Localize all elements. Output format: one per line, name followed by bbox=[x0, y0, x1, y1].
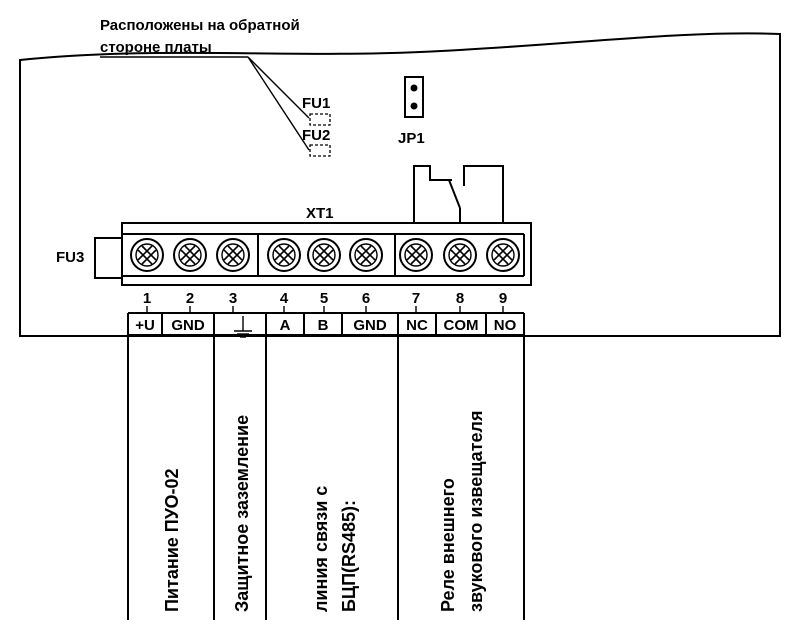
jp1-pin-1 bbox=[410, 84, 418, 92]
terminal-number: 1 bbox=[143, 290, 151, 307]
signal-label: COM bbox=[444, 317, 479, 334]
terminal-screw bbox=[130, 238, 164, 272]
terminal-screw bbox=[399, 238, 433, 272]
terminal-screw bbox=[349, 238, 383, 272]
note-line-2: стороне платы bbox=[100, 39, 212, 56]
signal-label: +U bbox=[135, 317, 155, 334]
group-relay-label-line1: Реле внешнего bbox=[438, 478, 458, 612]
signal-label: B bbox=[318, 317, 329, 334]
signal-label: GND bbox=[353, 317, 387, 334]
fu1-label: FU1 bbox=[302, 95, 330, 112]
signal-label: A bbox=[280, 317, 291, 334]
signal-label: NC bbox=[406, 317, 428, 334]
fu2-fuse bbox=[309, 144, 331, 157]
relay-contact-symbol bbox=[413, 165, 504, 224]
terminal-screw bbox=[173, 238, 207, 272]
terminal-screw bbox=[267, 238, 301, 272]
fu1-fuse bbox=[309, 113, 331, 126]
leader-line-fu2 bbox=[247, 56, 310, 151]
note-line-1: Расположены на обратной bbox=[100, 17, 300, 34]
group-relay-label-line2: звукового извещателя bbox=[466, 411, 486, 612]
xt1-label: XT1 bbox=[306, 205, 334, 222]
jp1-jumper bbox=[404, 76, 424, 118]
terminal-screw bbox=[216, 238, 250, 272]
terminal-number: 2 bbox=[186, 290, 194, 307]
terminal-number: 7 bbox=[412, 290, 420, 307]
signal-label-row bbox=[127, 312, 525, 336]
terminal-number: 8 bbox=[456, 290, 464, 307]
terminal-screw bbox=[443, 238, 477, 272]
group-ground-label: Защитное заземление bbox=[232, 415, 252, 612]
board-outline bbox=[19, 32, 781, 337]
description-columns bbox=[127, 335, 525, 620]
fu3-label: FU3 bbox=[56, 249, 84, 266]
fu3-fuse bbox=[94, 237, 124, 279]
terminal-number: 4 bbox=[280, 290, 289, 307]
terminal-screw bbox=[486, 238, 520, 272]
group-rs485-label-line1: линия связи с bbox=[311, 486, 331, 612]
jp1-pin-2 bbox=[410, 102, 418, 110]
fu2-label: FU2 bbox=[302, 127, 330, 144]
leader-line-fu1 bbox=[247, 56, 310, 119]
terminal-number: 6 bbox=[362, 290, 370, 307]
jp1-label: JP1 bbox=[398, 130, 425, 147]
terminal-number: 9 bbox=[499, 290, 507, 307]
ground-symbol bbox=[234, 316, 252, 338]
signal-label: NO bbox=[494, 317, 517, 334]
signal-label: GND bbox=[171, 317, 205, 334]
group-rs485-label-line2: БЦП(RS485): bbox=[339, 500, 359, 612]
terminal-number: 3 bbox=[229, 290, 237, 307]
terminal-number: 5 bbox=[320, 290, 328, 307]
terminal-screw bbox=[307, 238, 341, 272]
group-power-label: Питание ПУО-02 bbox=[162, 469, 182, 612]
